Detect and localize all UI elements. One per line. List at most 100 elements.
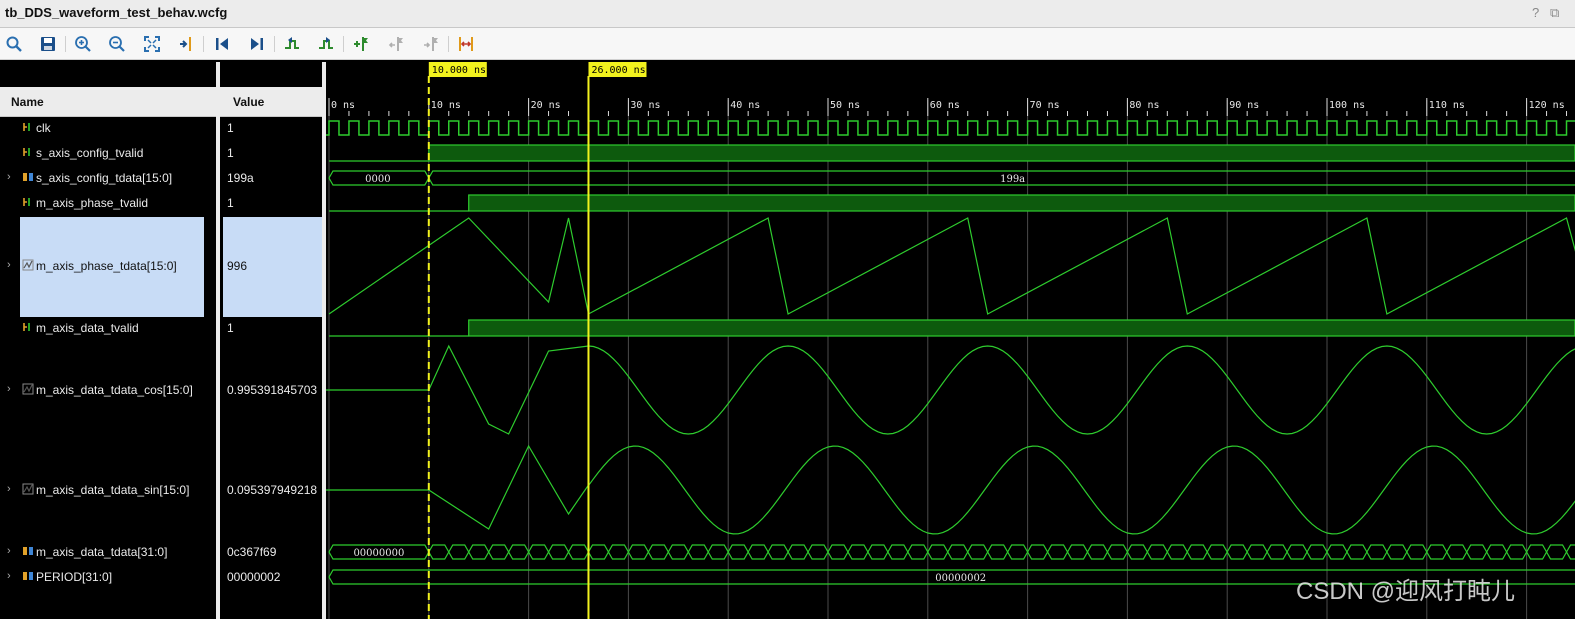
data-tdata-segment[interactable] [1226,544,1248,560]
data-tdata-segment[interactable] [1326,544,1348,560]
m-axis-data-tvalid-waveform-high[interactable] [468,319,1575,337]
data-tdata-segment[interactable] [1306,544,1328,560]
m-axis-phase-tvalid-waveform-high[interactable] [468,194,1575,212]
data-tdata-segment[interactable] [428,544,450,560]
data-tdata-segment[interactable] [647,544,670,560]
timeline-ruler[interactable] [326,62,1575,117]
data-tdata-segment[interactable] [527,544,550,560]
name-column-header[interactable]: Name [0,87,216,117]
signal-row-m-axis-data-tdata-sin[interactable]: ›m_axis_data_tdata_sin[15:0] [7,483,189,497]
go-to-last-time-button[interactable] [246,33,268,55]
data-tdata-segment[interactable] [1505,544,1528,560]
swap-cursors-button[interactable] [455,33,477,55]
signal-row-m-axis-phase-tvalid[interactable]: m_axis_phase_tvalid [23,196,148,210]
signal-row-PERIOD[interactable]: ›PERIOD[31:0] [7,570,112,584]
data-tdata-segment[interactable] [1006,544,1029,560]
data-tdata-segment[interactable] [847,544,869,560]
data-tdata-segment[interactable] [1545,544,1568,560]
go-to-time-zero-button[interactable] [211,33,233,55]
data-tdata-segment[interactable] [867,544,889,560]
search-button[interactable] [3,33,25,55]
data-tdata-segment[interactable] [667,544,689,560]
data-tdata-segment[interactable] [1026,544,1049,560]
expand-arrow-icon[interactable]: › [7,545,11,557]
zoom-in-button[interactable] [72,33,94,55]
data-tdata-segment[interactable] [1286,544,1308,560]
signal-row-s-axis-config-tvalid[interactable]: s_axis_config_tvalid [23,146,143,160]
add-marker-button[interactable] [350,33,372,55]
go-to-cursor-button[interactable] [175,33,197,55]
data-tdata-segment[interactable] [1046,544,1069,560]
data-tdata-segment[interactable] [507,544,530,560]
data-tdata-segment[interactable] [727,544,749,560]
signal-row-m-axis-data-tvalid[interactable]: m_axis_data_tvalid [23,321,139,335]
data-tdata-segment[interactable] [1466,544,1488,560]
data-tdata-segment[interactable] [1406,544,1428,560]
signal-row-m-axis-data-tdata-cos[interactable]: ›m_axis_data_tdata_cos[15:0] [7,383,193,397]
data-tdata-segment[interactable] [1266,544,1288,560]
help-button[interactable]: ? [1532,5,1540,20]
data-tdata-segment[interactable] [1086,544,1109,560]
data-tdata-segment[interactable] [927,544,949,560]
data-tdata-segment[interactable] [487,544,510,560]
data-tdata-segment[interactable] [448,544,470,560]
data-tdata-segment[interactable] [1166,544,1188,560]
data-tdata-segment[interactable] [1126,544,1149,560]
data-tdata-segment[interactable] [967,544,989,560]
data-tdata-segment[interactable] [1146,544,1169,560]
data-tdata-segment[interactable] [747,544,769,560]
data-tdata-segment[interactable] [767,544,789,560]
signal-row-m-axis-phase-tdata[interactable]: ›m_axis_phase_tdata[15:0] [7,259,177,273]
data-tdata-segment[interactable] [1386,544,1408,560]
data-tdata-segment[interactable] [1565,544,1575,560]
expand-arrow-icon[interactable]: › [7,383,11,395]
next-marker-button[interactable] [420,33,442,55]
data-tdata-segment[interactable] [1066,544,1089,560]
next-transition-button[interactable] [315,33,337,55]
value-column-header[interactable]: Value [220,87,322,117]
phase-tdata-waveform[interactable] [328,217,1575,315]
signal-row-m-axis-data-tdata[interactable]: ›m_axis_data_tdata[31:0] [7,545,167,559]
previous-marker-button[interactable] [385,33,407,55]
sin-tdata-waveform[interactable] [326,444,1575,535]
data-tdata-segment[interactable] [787,544,809,560]
data-tdata-segment[interactable] [587,544,610,560]
restore-button[interactable]: ⧉ [1550,5,1560,20]
data-tdata-segment[interactable] [567,544,590,560]
data-tdata-segment[interactable] [1246,544,1268,560]
signal-row-clk[interactable]: clk [23,121,51,135]
zoom-out-button[interactable] [106,33,128,55]
expand-arrow-icon[interactable]: › [7,483,11,495]
data-tdata-segment[interactable] [887,544,909,560]
data-tdata-segment[interactable] [986,544,1009,560]
data-tdata-segment[interactable] [1366,544,1388,560]
data-tdata-segment[interactable] [1186,544,1208,560]
data-tdata-segment[interactable] [687,544,709,560]
data-tdata-segment[interactable] [1206,544,1228,560]
data-tdata-segment[interactable] [807,544,829,560]
data-tdata-segment[interactable] [1446,544,1468,560]
previous-transition-button[interactable] [281,33,303,55]
clk-waveform[interactable] [326,120,1575,136]
column-splitter[interactable] [216,62,220,619]
expand-arrow-icon[interactable]: › [7,259,11,271]
data-tdata-segment[interactable] [827,544,849,560]
data-tdata-segment[interactable] [468,544,490,560]
data-tdata-segment[interactable] [1485,544,1508,560]
expand-arrow-icon[interactable]: › [7,570,11,582]
data-tdata-segment[interactable] [1346,544,1368,560]
save-button[interactable] [37,33,59,55]
config-tdata-segment[interactable] [428,170,1575,186]
data-tdata-segment[interactable] [1426,544,1448,560]
data-tdata-segment[interactable] [1106,544,1129,560]
data-tdata-segment[interactable] [707,544,729,560]
zoom-fit-button[interactable] [141,33,163,55]
expand-arrow-icon[interactable]: › [7,171,11,183]
data-tdata-segment[interactable] [627,544,650,560]
data-tdata-segment[interactable] [907,544,929,560]
data-tdata-segment[interactable] [547,544,570,560]
cos-tdata-waveform[interactable] [326,344,1575,435]
s-axis-config-tvalid-waveform-high[interactable] [428,144,1575,162]
data-tdata-segment[interactable] [1525,544,1548,560]
